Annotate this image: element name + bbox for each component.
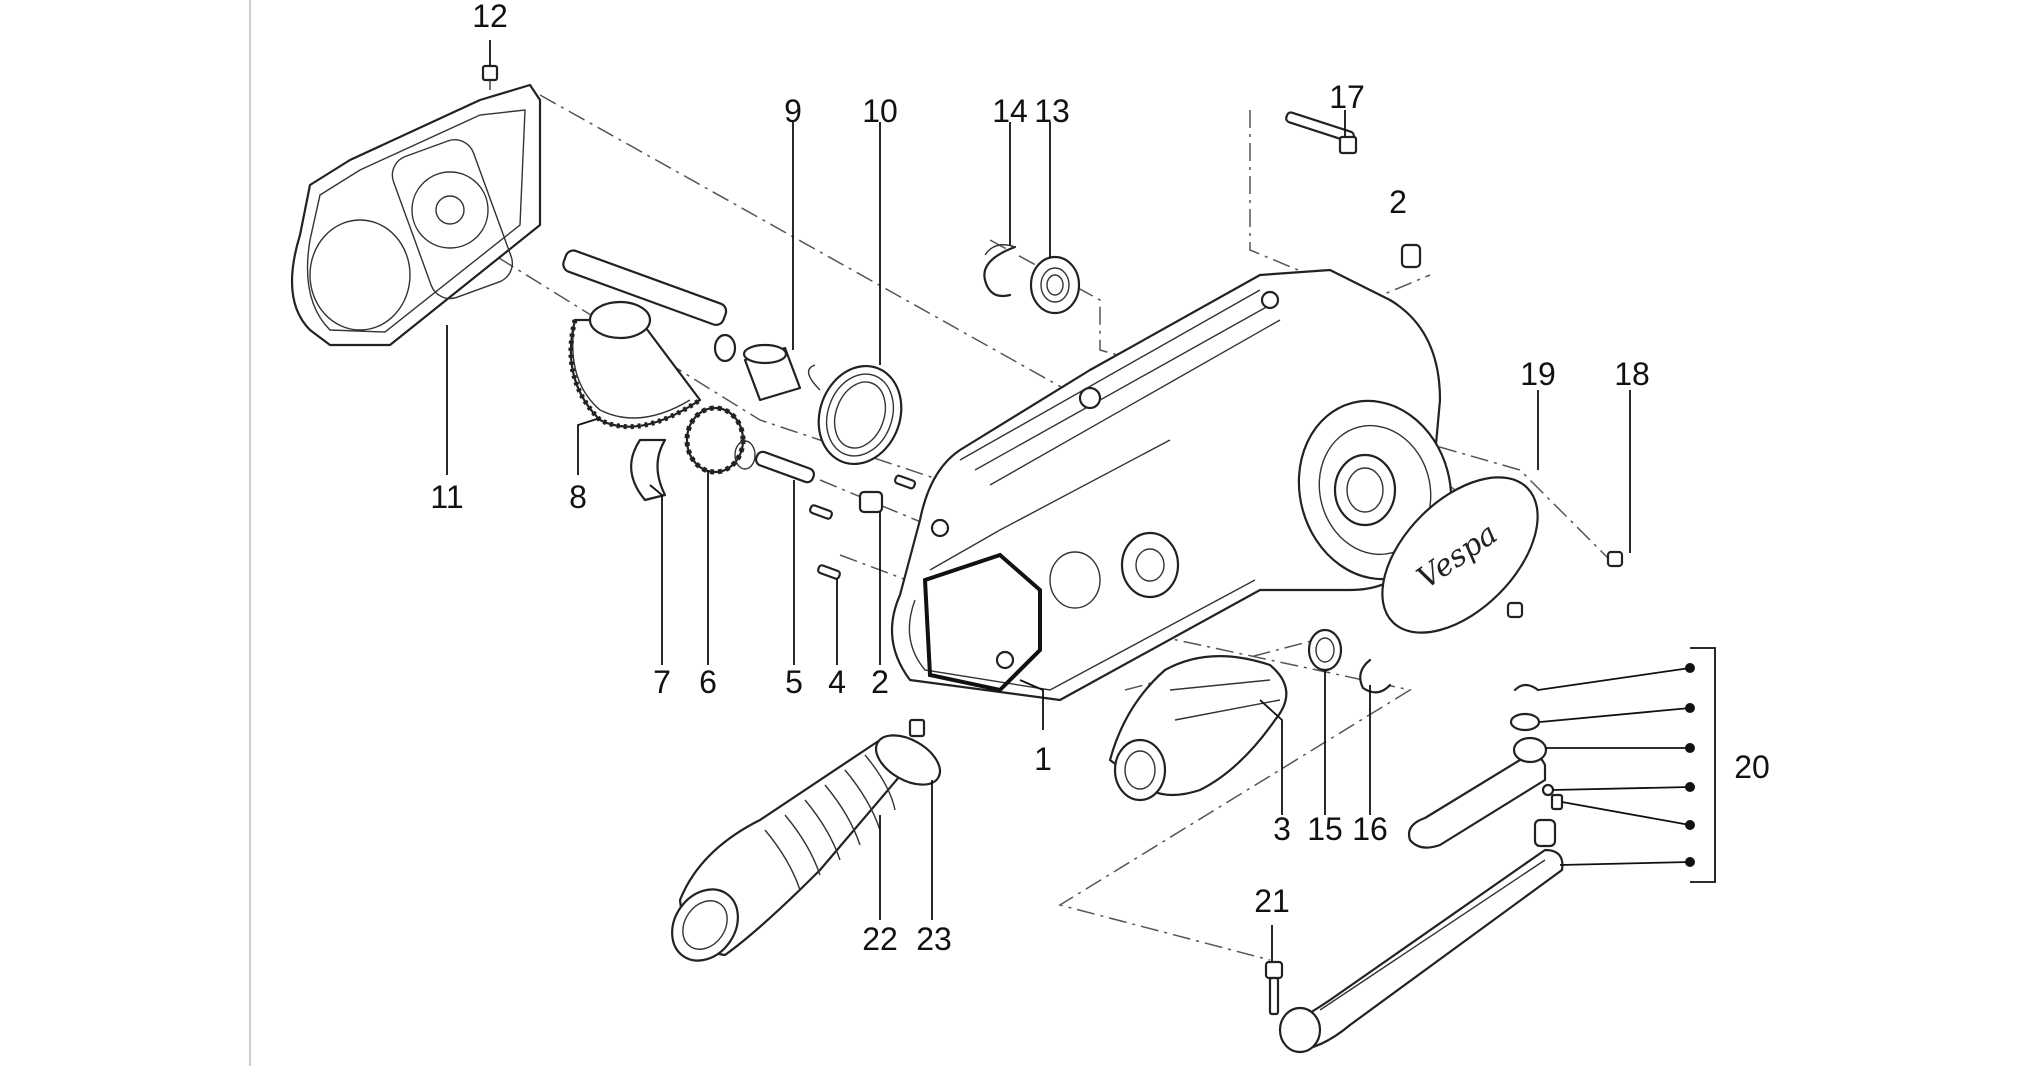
label-22: 22: [862, 921, 898, 957]
part-6-pinion: [684, 405, 756, 475]
label-17: 17: [1329, 79, 1365, 115]
label-9: 9: [784, 93, 802, 129]
part-5-pin: [755, 450, 815, 484]
part-17-long-bolt: [1285, 111, 1358, 155]
label-19: 19: [1520, 356, 1556, 392]
part-18-bolt: [1506, 550, 1624, 619]
callout-labels: 12 9 10 14 13 17 2 19 18 11 8 7 6 5 4 2 …: [430, 0, 1769, 957]
part-20-kickstart-lever: [1278, 683, 1564, 1054]
part-23-clamp: [874, 718, 942, 786]
label-5: 5: [785, 664, 803, 700]
label-11: 11: [430, 479, 463, 515]
label-21: 21: [1254, 883, 1290, 919]
label-20: 20: [1734, 749, 1770, 785]
kit-20-dots: [1685, 663, 1695, 867]
part-2-dowel-left: [858, 490, 884, 514]
label-2-left: 2: [871, 664, 889, 700]
label-8: 8: [569, 479, 587, 515]
part-10-spring: [807, 364, 903, 466]
label-12: 12: [472, 0, 508, 34]
part-19-logo-cap: Vespa: [1381, 476, 1539, 634]
label-23: 23: [916, 921, 952, 957]
part-3-air-duct: [1108, 655, 1288, 802]
part-1-transmission-cover: [890, 268, 1453, 702]
part-13-bearing: [1029, 255, 1081, 315]
label-13: 13: [1034, 93, 1070, 129]
label-3: 3: [1273, 811, 1291, 847]
part-14-circlip: [983, 244, 1017, 298]
label-14: 14: [992, 93, 1028, 129]
part-15-washer: [1307, 628, 1343, 672]
part-2-dowel-right: [1400, 243, 1422, 269]
part-22-intake-hose: [671, 738, 907, 962]
label-7: 7: [653, 664, 671, 700]
label-18: 18: [1614, 356, 1650, 392]
part-4-screws: [809, 474, 917, 580]
part-12-bolt: [481, 64, 499, 90]
part-11-cover-plate: [290, 83, 542, 347]
part-16-circlip: [1359, 658, 1392, 694]
label-10: 10: [862, 93, 898, 129]
label-16: 16: [1352, 811, 1388, 847]
label-6: 6: [699, 664, 717, 700]
label-15: 15: [1307, 811, 1343, 847]
label-2-right: 2: [1389, 184, 1407, 220]
part-9-bushing: [742, 343, 802, 402]
label-4: 4: [828, 664, 846, 700]
leader-lines: [446, 40, 1716, 962]
part-8-kickstart-gear: [562, 249, 737, 430]
label-1: 1: [1034, 741, 1052, 777]
part-21-bolt: [1264, 960, 1284, 1016]
part-7-clip: [630, 438, 667, 502]
